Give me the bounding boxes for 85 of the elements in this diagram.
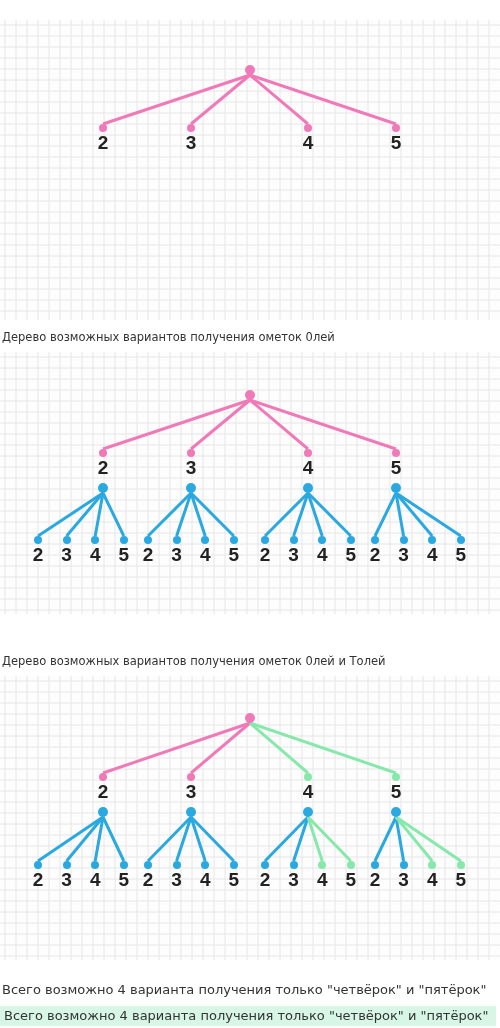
node-label: 5 <box>390 457 402 479</box>
tree-branch <box>249 398 397 451</box>
tree-branch <box>190 73 251 126</box>
node-label: 4 <box>316 544 328 566</box>
tree-branch <box>292 492 310 537</box>
node-label: 4 <box>302 457 314 479</box>
node-label: 2 <box>142 544 154 566</box>
node-label: 2 <box>32 544 44 566</box>
node-label: 2 <box>97 781 109 803</box>
tree-branch <box>101 492 126 537</box>
node-label: 2 <box>142 869 154 891</box>
node-label: 4 <box>316 869 328 891</box>
answer-text: Всего возможно 4 варианта получения только "четвёрок" и "пятёрок" <box>2 982 487 997</box>
tree-branch <box>373 816 398 862</box>
tree-branch <box>394 816 434 862</box>
node-label: 2 <box>32 869 44 891</box>
tree-branch <box>37 491 104 538</box>
node-label: 3 <box>398 544 409 566</box>
tree-branch <box>395 815 462 863</box>
node-label: 5 <box>345 869 357 891</box>
node-label: 3 <box>288 869 299 891</box>
node-label: 5 <box>455 869 467 891</box>
answer-text: Всего возможно 4 варианта получения только "четвёрок" и "пятёрок" <box>0 1006 496 1026</box>
node-label: 3 <box>185 457 197 479</box>
node-label: 2 <box>369 869 381 891</box>
node-label: 5 <box>228 544 240 566</box>
node-label: 5 <box>390 781 402 803</box>
root-dot <box>245 390 255 400</box>
node-label: 5 <box>118 544 130 566</box>
node-label: 5 <box>118 869 130 891</box>
node-label: 3 <box>398 869 409 891</box>
tree-branch <box>306 492 324 537</box>
tree-branch <box>189 816 207 862</box>
node-label: 2 <box>259 869 271 891</box>
node-label: 4 <box>199 869 211 891</box>
node-label: 5 <box>390 132 402 154</box>
tree-branch <box>373 492 398 537</box>
tree-branch <box>189 815 235 863</box>
tree-branch <box>249 721 397 775</box>
tree-branch <box>306 816 324 862</box>
tree-branch <box>249 73 309 126</box>
tree-branch <box>249 398 309 451</box>
node-label: 5 <box>228 869 240 891</box>
node-label: 3 <box>171 869 182 891</box>
tree-branch <box>37 815 104 863</box>
tree-branch <box>249 721 309 775</box>
tree-branch <box>292 816 310 862</box>
node-label: 3 <box>288 544 299 566</box>
tree-branch <box>394 816 406 862</box>
tree-branch <box>394 492 406 537</box>
node-label: 4 <box>89 869 101 891</box>
node-label: 4 <box>302 781 314 803</box>
tree-branch <box>249 73 397 126</box>
tree-branch <box>189 492 207 537</box>
node-label: 2 <box>97 457 109 479</box>
node-label: 5 <box>345 544 357 566</box>
node-label: 5 <box>455 544 467 566</box>
tree-branch <box>306 491 352 538</box>
node-label: 4 <box>302 132 314 154</box>
root-dot <box>245 65 255 75</box>
tree-branch <box>93 492 105 537</box>
tree-branch <box>101 816 126 862</box>
root-dot <box>245 713 255 723</box>
tree-branch <box>394 492 434 537</box>
diagram-caption: Дерево возможных вариантов получения ометок 0лей <box>2 330 335 344</box>
node-label: 3 <box>171 544 182 566</box>
tree-branch <box>175 816 193 862</box>
node-label: 4 <box>426 544 438 566</box>
node-label: 2 <box>259 544 271 566</box>
tree-branch <box>175 492 193 537</box>
tree-branch <box>189 491 235 538</box>
diagram-caption: Дерево возможных вариантов получения ометок 0лей и Толей <box>2 654 386 668</box>
node-label: 3 <box>61 869 72 891</box>
node-label: 4 <box>426 869 438 891</box>
tree-branch <box>306 815 352 863</box>
node-label: 2 <box>369 544 381 566</box>
node-label: 2 <box>97 132 109 154</box>
tree-branch <box>190 398 251 451</box>
node-label: 4 <box>199 544 211 566</box>
tree-branch <box>93 816 105 862</box>
node-label: 3 <box>61 544 72 566</box>
node-label: 3 <box>185 781 197 803</box>
node-label: 3 <box>185 132 197 154</box>
node-label: 4 <box>89 544 101 566</box>
tree-branch <box>395 491 462 538</box>
